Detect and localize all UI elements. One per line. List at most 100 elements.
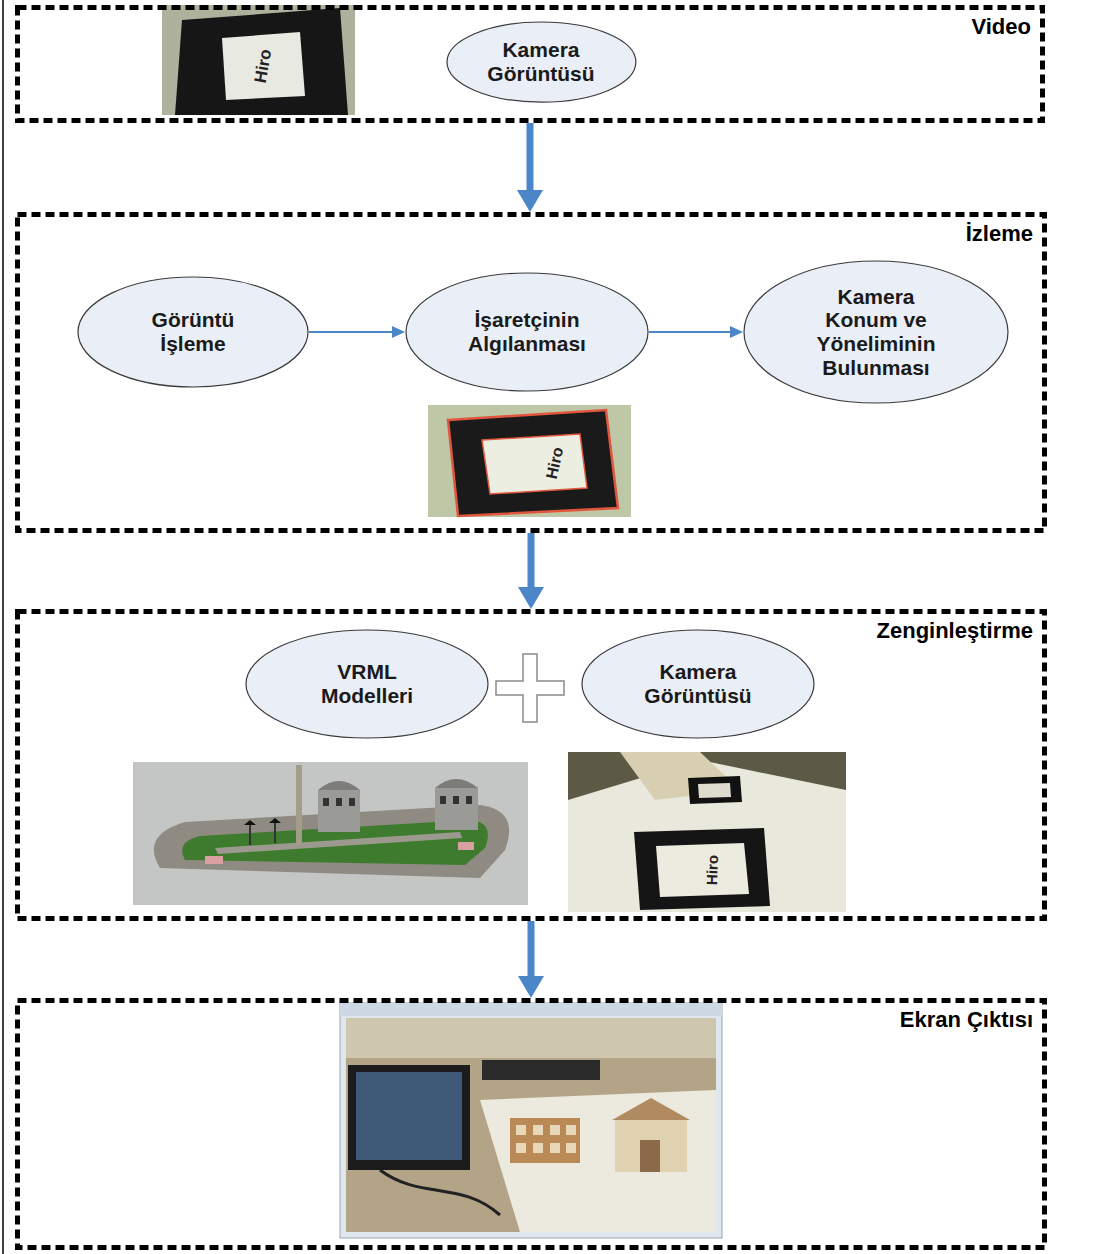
- detected-marker-photo: [428, 405, 631, 517]
- screen-output: [516, 1143, 526, 1153]
- screen-output: [346, 1018, 716, 1058]
- ellipse-shape: [246, 630, 488, 738]
- marker-text: Hiro: [704, 855, 720, 886]
- screen-output: [550, 1143, 560, 1153]
- process-ellipse: Kamera Görüntüsü: [446, 21, 637, 103]
- screen-output: [356, 1072, 462, 1160]
- frame-line: [2, 0, 4, 1254]
- vrml-model-render: [349, 798, 355, 806]
- vrml-model-render: [458, 842, 474, 850]
- stage-band: Ekran Çıktısı: [15, 998, 1047, 1250]
- vrml-model-render: [296, 765, 302, 845]
- flow-arrow: [518, 921, 544, 998]
- marker-photo: [222, 32, 305, 100]
- camera-photo: [698, 783, 731, 798]
- screen-output: [380, 1170, 500, 1215]
- stage-band: Kamera GörüntüsüVideo: [15, 5, 1045, 123]
- band-outline: [15, 998, 1047, 1250]
- camera-photo: [568, 760, 846, 912]
- camera-photo: [620, 752, 740, 800]
- ellipse-shape: [78, 277, 308, 387]
- band-title: Ekran Çıktısı: [900, 1008, 1033, 1032]
- vrml-model-render: [274, 823, 276, 843]
- vrml-model-render: [435, 788, 478, 830]
- ellipse-body: VRML Modelleri: [307, 660, 427, 707]
- arrow-shaft: [649, 331, 731, 333]
- ellipse-body: Kamera Konum ve Yöneliminin Bulunması: [801, 285, 951, 379]
- screen-output: [516, 1125, 526, 1135]
- screen-output: [533, 1143, 543, 1153]
- arrow-shaft: [309, 331, 393, 333]
- screen-output: [566, 1143, 576, 1153]
- screen-output: [340, 1003, 722, 1016]
- ellipse-label: Görüntü İşleme: [128, 308, 258, 355]
- vrml-model-render: [453, 796, 459, 804]
- vrml-model-render: [244, 820, 256, 825]
- arrow-head: [518, 976, 544, 998]
- dashed-border: [18, 612, 1045, 919]
- screen-output: [550, 1125, 560, 1135]
- band-outline: [15, 609, 1047, 921]
- ellipse-body: Kamera Görüntüsü: [481, 38, 601, 85]
- vrml-model-render: [133, 762, 528, 905]
- dashed-border: [18, 8, 1043, 121]
- arrow-head: [730, 326, 743, 338]
- arrow-head: [392, 326, 405, 338]
- camera-photo: [568, 752, 846, 912]
- dashed-border: [18, 215, 1045, 531]
- vrml-model-render: [269, 818, 281, 823]
- ellipse-body: İşaretçinin Algılanması: [442, 308, 612, 355]
- arrow-head: [517, 190, 543, 212]
- vrml-model-render: [133, 762, 528, 905]
- screen-output: [348, 1065, 470, 1170]
- ellipse-body: Kamera Görüntüsü: [638, 660, 758, 707]
- detected-marker-photo: [482, 434, 587, 494]
- band-title: Zenginleştirme: [877, 619, 1033, 643]
- process-ellipse: İşaretçinin Algılanması: [405, 272, 649, 392]
- screen-output: [640, 1140, 660, 1172]
- process-ellipse: VRML Modelleri: [245, 629, 489, 739]
- screen-output: [340, 1003, 722, 1238]
- screen-output: [615, 1120, 687, 1172]
- flow-arrow: [309, 326, 405, 338]
- camera-photo: [634, 828, 770, 910]
- screen-output: [612, 1098, 690, 1120]
- ellipse-shape: [406, 273, 648, 391]
- ellipse-label: İşaretçinin Algılanması: [442, 308, 612, 355]
- camera-photo: [656, 843, 749, 897]
- screen-output: [346, 1018, 716, 1232]
- arrow-shaft: [527, 123, 534, 192]
- ellipse-label: Kamera Görüntüsü: [481, 38, 601, 85]
- screen-output: [566, 1125, 576, 1135]
- ellipse-label: Kamera Görüntüsü: [638, 660, 758, 707]
- marker-photo: [175, 8, 348, 115]
- process-ellipse: Görüntü İşleme: [77, 276, 309, 388]
- ellipse-shape: [582, 630, 814, 738]
- screen-output: [340, 1003, 722, 1238]
- detected-marker-photo: [448, 410, 618, 516]
- vrml-model-render: [440, 796, 446, 804]
- marker-text: Hiro: [252, 48, 275, 84]
- marker-photo: [162, 5, 355, 115]
- vrml-model-render: [323, 798, 329, 806]
- vrml-model-render: [205, 856, 223, 864]
- detected-marker-photo: [428, 405, 631, 517]
- screen-output: [510, 1118, 580, 1163]
- screen-output: [533, 1125, 543, 1135]
- vrml-model-render: [318, 781, 360, 790]
- ellipse-body: Görüntü İşleme: [128, 308, 258, 355]
- band-title: İzleme: [966, 222, 1033, 246]
- flow-arrow: [517, 123, 543, 212]
- screen-output: [482, 1060, 600, 1080]
- plus-symbol: [496, 654, 564, 722]
- process-ellipse: Kamera Görüntüsü: [581, 629, 815, 739]
- vrml-model-render: [435, 779, 478, 788]
- arrow-head: [518, 587, 544, 609]
- stage-band: Görüntü İşleme İşaretçinin Algılanması Kam…: [15, 212, 1047, 533]
- vrml-model-render: [249, 825, 251, 845]
- camera-photo: [568, 752, 846, 912]
- vrml-model-render: [466, 796, 472, 804]
- arrow-shaft: [528, 921, 535, 978]
